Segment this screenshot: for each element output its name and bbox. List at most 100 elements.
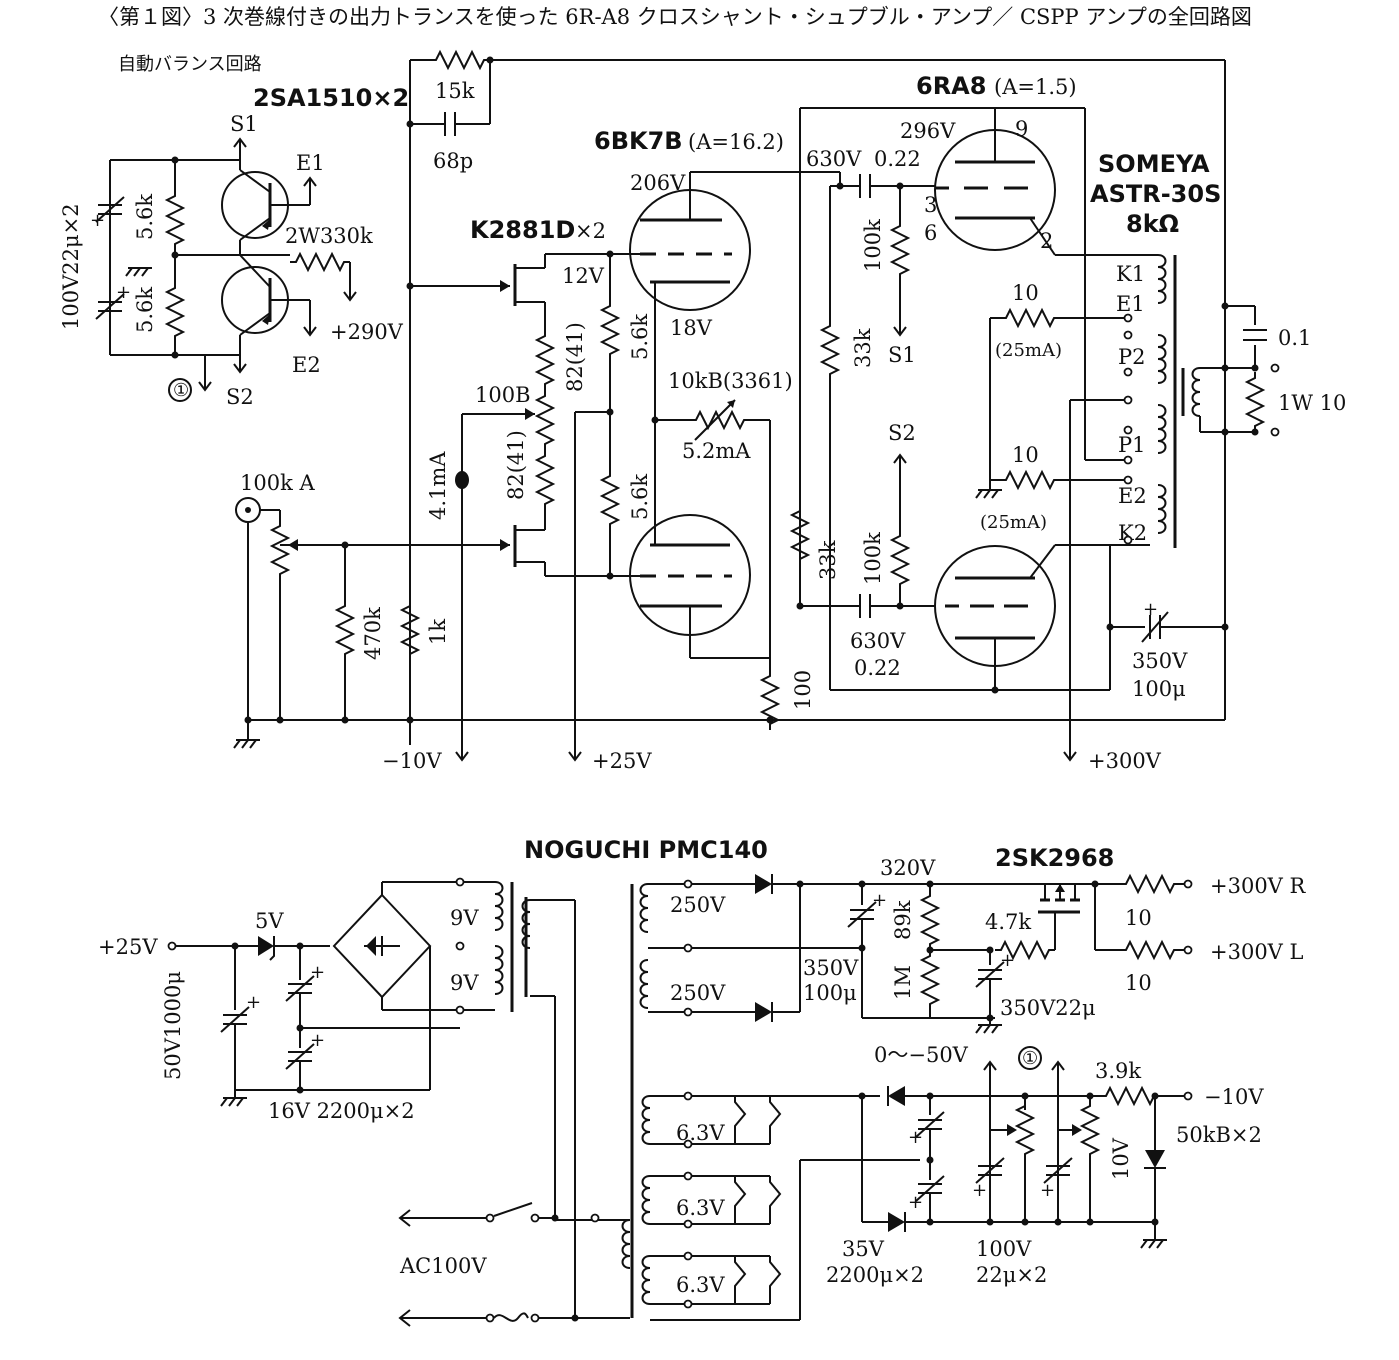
e1-label-ot: E1 — [1116, 292, 1145, 316]
r-100-label: 100 — [791, 670, 815, 710]
r-82-upper-label: 82(41) — [563, 322, 587, 392]
cap-50v-label: 50V1000μ — [161, 971, 185, 1080]
fet-count: ×2 — [575, 219, 606, 243]
transformer-brand: SOMEYA — [1098, 150, 1210, 178]
svg-text:+: + — [872, 890, 887, 911]
output-gain-label: (A=1.5) — [994, 75, 1077, 99]
output-plate-v: 296V — [900, 119, 956, 143]
pin3-label: 3 — [924, 193, 937, 217]
out-neg10-label: −10V — [1204, 1085, 1264, 1109]
c-fb-label: 68p — [433, 149, 473, 173]
bias-label: 0〜−50V — [874, 1043, 969, 1067]
current-lower-label: (25mA) — [980, 512, 1047, 533]
sec-250v-a-label: 250V — [670, 893, 726, 917]
cap-lower-uf: 0.22 — [854, 656, 901, 680]
sec-63-c-label: 6.3V — [676, 1273, 725, 1297]
pin6-label: 6 — [924, 221, 937, 245]
cap-35v-uf-label: 2200μ×2 — [826, 1263, 924, 1287]
r-82-lower-label: 82(41) — [504, 430, 528, 500]
fet-label: K2881D — [470, 216, 575, 244]
svg-text:+: + — [310, 962, 325, 983]
ac-in-label: AC100V — [399, 1254, 487, 1278]
cap-35v-label: 35V — [842, 1237, 885, 1261]
v320-label: 320V — [880, 856, 936, 880]
svg-text:+: + — [116, 282, 131, 303]
input-vol-label: 100k A — [240, 471, 315, 495]
b-plus-label: +290V — [330, 320, 404, 344]
sec-9v-a-label: 9V — [450, 906, 479, 930]
s1-label-amp: S1 — [888, 343, 916, 367]
figure-title: 〈第１図〉3 次巻線付きの出力トランスを使った 6R-A8 クロスシャント・シュ… — [98, 5, 1252, 29]
zener-10v-label: 10V — [1109, 1137, 1133, 1180]
r-47k-label: 4.7k — [985, 910, 1031, 934]
r-10-upper-label: 10 — [1012, 281, 1039, 305]
svg-text:+: + — [1000, 950, 1015, 971]
rail-neg10-label: −10V — [382, 749, 442, 773]
r-1m-label: 1M — [891, 965, 915, 1000]
svg-text:+: + — [90, 210, 105, 231]
s2-label-amp: S2 — [888, 421, 916, 445]
r-100k-lower-label: 100k — [861, 532, 885, 585]
r-1k-label: 1k — [426, 619, 450, 645]
psu-in-25v: +25V — [98, 935, 158, 959]
r-56-upper-label: 5.6k — [628, 314, 652, 360]
mosfet-label: 2SK2968 — [995, 844, 1114, 872]
p1-label: P1 — [1118, 433, 1146, 457]
s1-label: S1 — [230, 112, 258, 136]
rail-300-label: +300V — [1088, 749, 1162, 773]
cap-100v-label: 100V — [976, 1237, 1032, 1261]
fet-drain-v: 12V — [562, 264, 605, 288]
current-fet-label: 4.1mA — [426, 451, 450, 520]
svg-text:+: + — [1143, 599, 1158, 620]
sec-9v-b-label: 9V — [450, 971, 479, 995]
main-amplifier: 15k 68p 6BK7B (A=16.2) 206V 18V K2881D ×… — [233, 51, 1346, 773]
sec-63-a-label: 6.3V — [676, 1121, 725, 1145]
e2-label: E2 — [292, 353, 321, 377]
node-marker: ① — [173, 380, 189, 401]
driver-plate-v: 206V — [630, 171, 686, 195]
zener-5v-label: 5V — [255, 909, 284, 933]
cap-upper-v: 630V — [806, 147, 862, 171]
rail-25-label: +25V — [592, 749, 652, 773]
vr-10kb-label: 10kB(3361) — [668, 369, 793, 393]
psu-marker: ① — [1022, 1048, 1038, 1069]
psu-transformer-label: NOGUCHI PMC140 — [524, 836, 768, 864]
zobel-r-label: 1W 10 — [1278, 391, 1346, 415]
cap-350v-uf-label: 100μ — [803, 981, 857, 1005]
cap-label: 100V22μ×2 — [59, 203, 83, 330]
driver-cathode-v: 18V — [670, 316, 713, 340]
vr-50kb-label: 50kB×2 — [1176, 1123, 1262, 1147]
r-56-lower-label: 5.6k — [628, 474, 652, 520]
driver-gain-label: (A=16.2) — [688, 130, 784, 154]
cap-100v-uf-label: 22μ×2 — [976, 1263, 1047, 1287]
svg-text:+: + — [908, 1127, 923, 1148]
out-l-label: +300V L — [1210, 940, 1304, 964]
svg-text:+: + — [972, 1180, 987, 1201]
auto-balance-title: 自動バランス回路 — [118, 54, 262, 75]
k2-label: K2 — [1118, 521, 1147, 545]
sec-250v-b-label: 250V — [670, 981, 726, 1005]
r-33k-lower-label: 33k — [816, 540, 840, 580]
k1-label: K1 — [1116, 262, 1145, 286]
current-upper-label: (25mA) — [995, 340, 1062, 361]
output-tube-label: 6RA8 — [916, 72, 986, 100]
transistor-label: 2SA1510×2 — [253, 84, 409, 112]
cap-out-uf: 100μ — [1132, 677, 1186, 701]
s2-label: S2 — [226, 385, 254, 409]
pot-100b-label: 100B — [475, 383, 531, 407]
r-10-lower-label: 10 — [1012, 443, 1039, 467]
svg-text:+: + — [246, 992, 261, 1013]
svg-text:+: + — [310, 1030, 325, 1051]
auto-balance-circuit: 自動バランス回路 2SA1510×2 S1 E1 E2 S2 2W330 — [59, 54, 409, 409]
r-out-r-label: 10 — [1125, 906, 1152, 930]
r-89k-label: 89k — [891, 900, 915, 940]
pin9-label: 9 — [1015, 117, 1028, 141]
p2-label: P2 — [1118, 345, 1146, 369]
cap-350v22-label: 350V22μ — [1000, 996, 1096, 1020]
out-r-label: +300V R — [1210, 874, 1307, 898]
r-33k-upper-label: 33k — [851, 328, 875, 368]
r-470k-label: 470k — [361, 607, 385, 660]
r-emitter-label: 2W330k — [285, 224, 373, 248]
r-out-l-label: 10 — [1125, 971, 1152, 995]
